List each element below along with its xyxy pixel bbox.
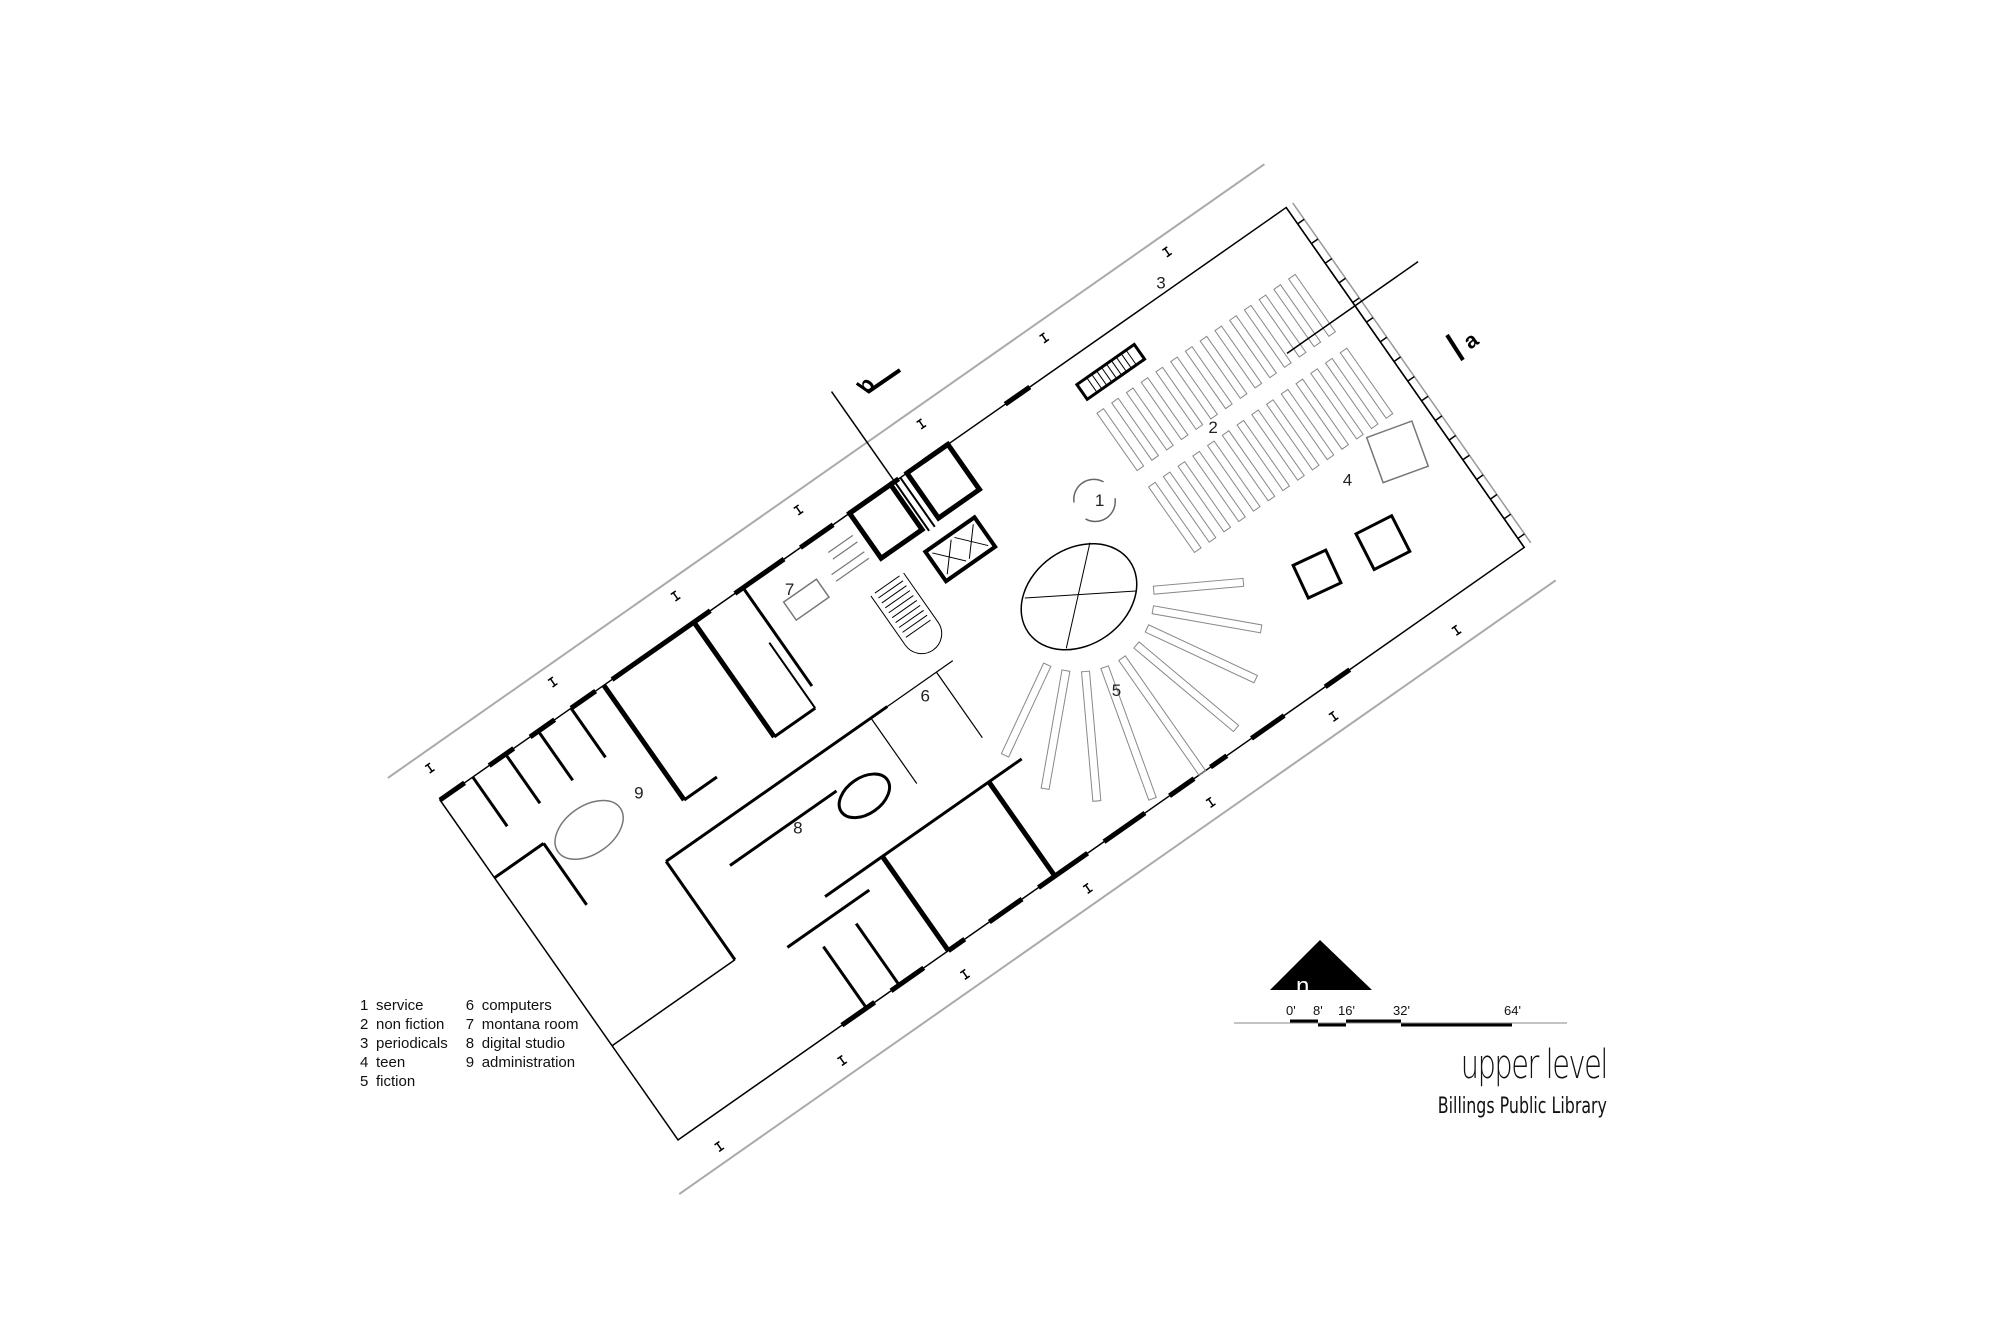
curtain-wall <box>1285 202 1532 548</box>
title-block: upper level Billings Public Library <box>1372 1042 1609 1121</box>
room-label-1: 1 <box>1095 491 1104 510</box>
room-label-7: 7 <box>785 580 794 599</box>
admin-table <box>554 799 624 860</box>
drawing-title: upper level <box>1460 1042 1609 1088</box>
room-label-2: 2 <box>1208 418 1217 437</box>
admin-rooms <box>471 620 817 906</box>
teen-pods <box>1291 420 1430 601</box>
room-label-6: 6 <box>920 687 929 706</box>
room-label-8: 8 <box>793 819 802 838</box>
nonfiction-stacks <box>1096 273 1394 554</box>
section-line-b <box>830 391 930 532</box>
building-outline <box>438 206 1526 1141</box>
main-stair <box>870 572 943 655</box>
room-label-4: 4 <box>1343 470 1352 489</box>
scale-tick-8: 8' <box>1313 1003 1323 1018</box>
studio-rooms <box>611 660 1057 1047</box>
section-line-a <box>1286 261 1419 355</box>
room-label-3: 3 <box>1156 274 1165 293</box>
scale-tick-64: 64' <box>1504 1003 1521 1018</box>
fiction-stacks <box>1000 577 1263 802</box>
svg-text:b: b <box>852 373 880 398</box>
scale-tick-32: 32' <box>1393 1003 1410 1018</box>
north-arrow-icon: n <box>1270 940 1372 1000</box>
column-markers <box>424 246 1462 1153</box>
montana-room <box>741 534 870 687</box>
drawing-subtitle: Billings Public Library <box>1437 1094 1607 1119</box>
studio-oculus <box>837 772 892 820</box>
core <box>846 440 998 584</box>
svg-text:a: a <box>1459 326 1484 354</box>
scale-tick-16: 16' <box>1338 1003 1355 1018</box>
site-line-south <box>678 579 1557 1195</box>
south-facade-walls <box>840 667 1352 1028</box>
section-marker-a: a <box>1445 326 1484 362</box>
scale-tick-0: 0' <box>1286 1003 1296 1018</box>
section-marker-b: b <box>852 368 902 398</box>
service-desk <box>1073 478 1117 523</box>
site-line-north <box>387 163 1265 779</box>
scale-bar <box>1234 1019 1567 1027</box>
room-label-5: 5 <box>1112 681 1121 700</box>
atrium-oculus <box>1020 542 1138 651</box>
building-frame: 1 2 3 4 5 6 7 8 9 <box>387 163 1557 1195</box>
north-stair <box>1074 342 1147 402</box>
room-label-9: 9 <box>634 783 643 802</box>
svg-text:n: n <box>1296 973 1309 1000</box>
